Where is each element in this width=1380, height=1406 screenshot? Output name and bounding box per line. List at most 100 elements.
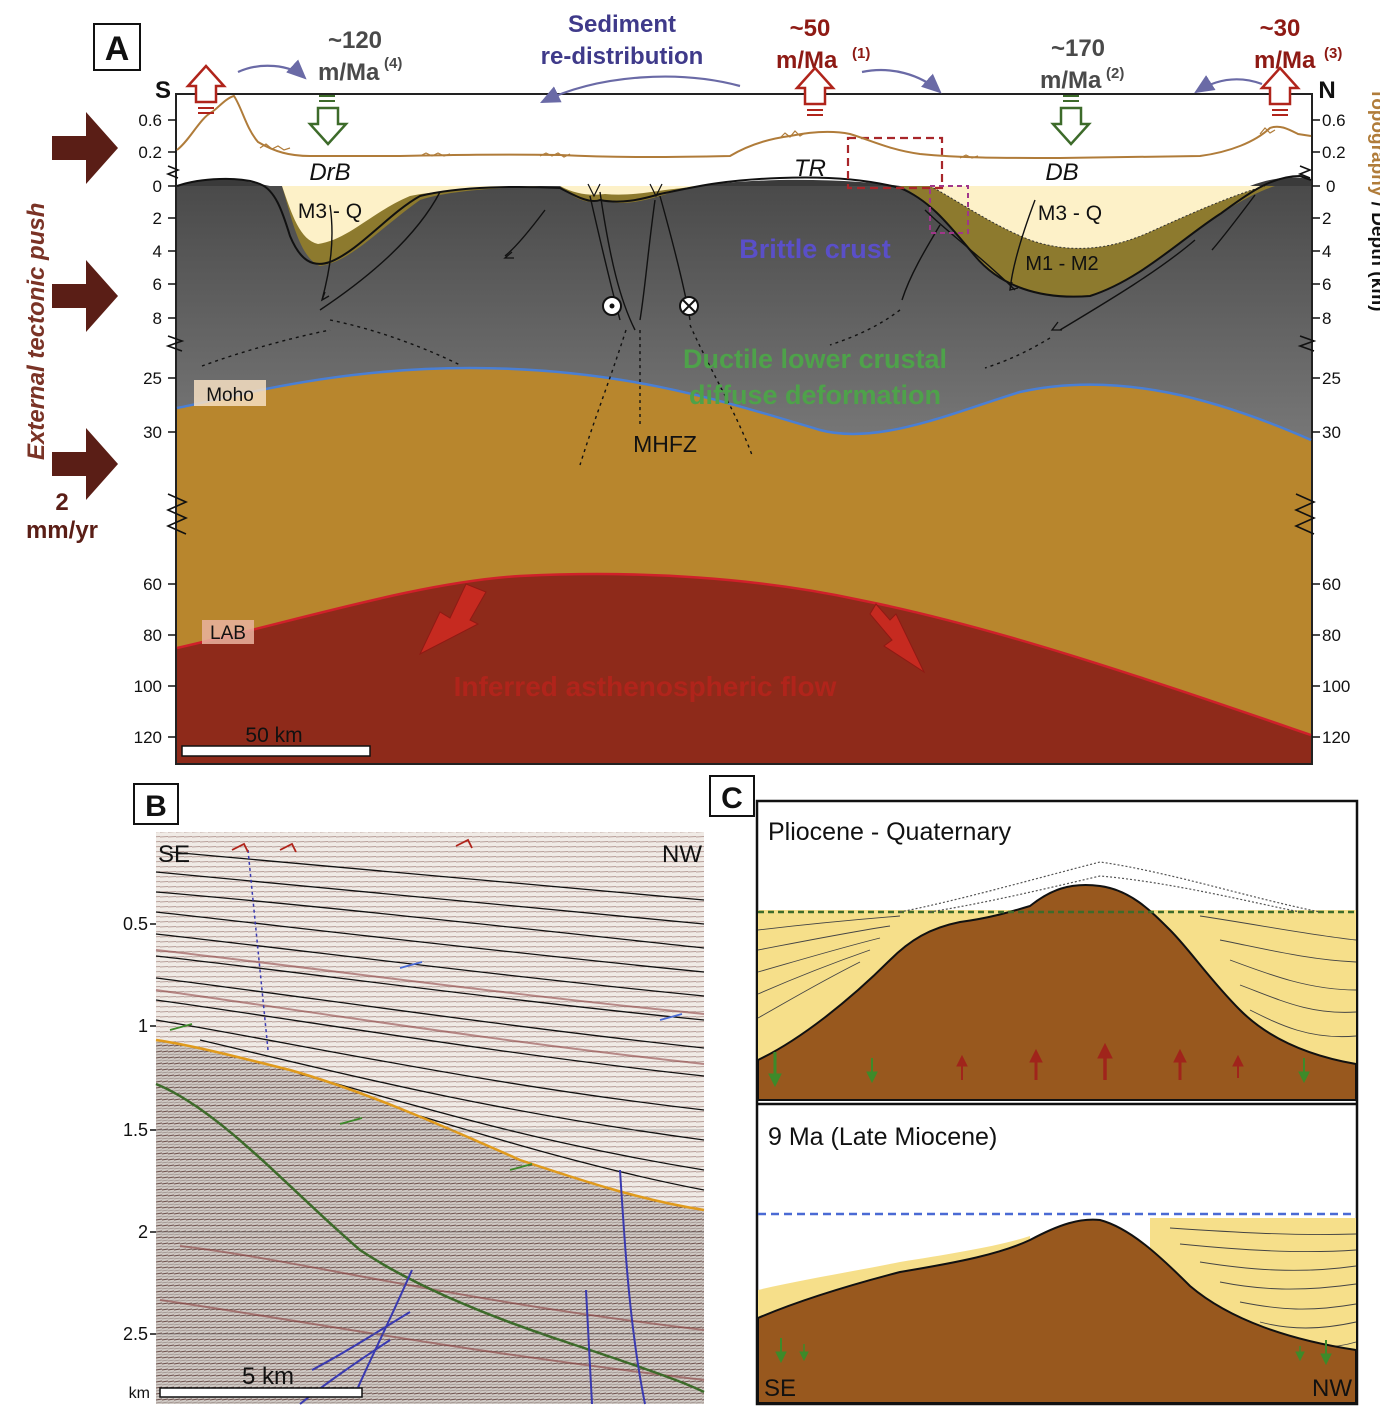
pq-basement <box>757 884 1357 1101</box>
moho-label: Moho <box>206 385 254 406</box>
south-label: S <box>155 77 171 104</box>
rate-50-unit: m/Ma <box>776 47 838 74</box>
highlight-box-b <box>929 185 969 234</box>
svg-text:25: 25 <box>143 369 162 388</box>
rate-30-unit: m/Ma <box>1254 47 1316 74</box>
svg-text:0.5: 0.5 <box>123 914 148 934</box>
brittle-crust-label: Brittle crust <box>739 234 891 264</box>
astheno-flow-label: Inferred asthenospheric flow <box>454 671 837 702</box>
svg-text:1: 1 <box>138 1016 148 1036</box>
ridge-tr-label: TR <box>794 155 826 182</box>
redistribution-arrows <box>237 59 1263 103</box>
panel-b-nw: NW <box>662 841 702 868</box>
push-arrow-icon <box>52 112 118 500</box>
north-label: N <box>1318 77 1335 104</box>
seismic-lower <box>156 1040 704 1404</box>
svg-text:100: 100 <box>1322 677 1350 696</box>
uplift-arrow-icon <box>185 64 1301 106</box>
panel-b: B SE NW 0.5 1 1.5 2 2.5 km 5 km <box>123 783 705 1405</box>
rate-30-value: ~30 <box>1260 15 1301 42</box>
sediment-label-1: Sediment <box>568 11 676 38</box>
rate-170-unit: m/Ma <box>1040 67 1102 94</box>
svg-text:25: 25 <box>1322 369 1341 388</box>
panel-b-letter-box <box>133 783 179 825</box>
horizon-orange <box>155 1038 705 1212</box>
topography-line <box>176 94 1312 160</box>
basement-outline <box>176 174 1312 298</box>
push-rate-unit: mm/yr <box>26 517 98 544</box>
svg-text:8: 8 <box>1322 309 1331 328</box>
svg-text:4: 4 <box>153 242 162 261</box>
svg-text:0.2: 0.2 <box>138 143 162 162</box>
svg-text:80: 80 <box>143 626 162 645</box>
panel-c-letter: C <box>721 782 743 815</box>
ductile-faults <box>201 309 1051 466</box>
strike-slip-in-icon <box>679 296 699 316</box>
svg-text:30: 30 <box>1322 423 1341 442</box>
rate-120-value: ~120 <box>328 27 382 54</box>
svg-text:0: 0 <box>1326 177 1335 196</box>
scale-bar-a <box>181 745 371 757</box>
mhfz-label: MHFZ <box>633 431 697 457</box>
panel-b-ticks: 0.5 1 1.5 2 2.5 <box>123 914 148 1344</box>
basin-drb-label: DrB <box>309 159 350 186</box>
right-axis-title: Topography / Depth (km) <box>1367 88 1380 311</box>
seismic-faults <box>299 1169 646 1405</box>
ductile-label-2: diffuse deformation <box>689 380 941 410</box>
push-rate-value: 2 <box>55 489 68 516</box>
panel-c-top-title: Pliocene - Quaternary <box>768 818 1012 846</box>
panel-c-bottom-title: 9 Ma (Late Miocene) <box>768 1123 997 1151</box>
unit-m3q-right: M3 - Q <box>1038 202 1102 225</box>
svg-text:6: 6 <box>1322 275 1331 294</box>
rate-30-ref: (3) <box>1324 45 1342 62</box>
svg-text:4: 4 <box>1322 242 1331 261</box>
basement-high-tr <box>700 179 900 186</box>
ductile-label-1: Ductile lower crustal <box>683 344 947 374</box>
svg-text:0.2: 0.2 <box>1322 143 1346 162</box>
svg-text:2: 2 <box>153 209 162 228</box>
lab-line <box>176 572 1312 737</box>
svg-text:2.5: 2.5 <box>123 1324 148 1344</box>
panel-c-se: SE <box>764 1375 796 1402</box>
unit-m1m2: M1 - M2 <box>1025 253 1098 275</box>
astheno-flow-arrow-icon <box>418 583 926 674</box>
svg-text:30: 30 <box>143 423 162 442</box>
panel-c-nw: NW <box>1312 1375 1352 1402</box>
scale-bar-a-label: 50 km <box>245 724 302 747</box>
lm-basement <box>757 1218 1357 1404</box>
panel-a-letter-box <box>93 23 141 71</box>
rate-50-value: ~50 <box>790 15 831 42</box>
scale-bar-b <box>159 1387 363 1398</box>
svg-text:0: 0 <box>153 177 162 196</box>
pq-uplift-arrows <box>956 1042 1244 1080</box>
panel-a: A External tectonic push 2 mm/yr S N Sed… <box>23 11 1380 765</box>
drb-basin-young-sediment <box>282 186 540 244</box>
panel-b-letter: B <box>145 790 167 823</box>
left-depth-axis <box>168 119 176 738</box>
rate-170-ref: (2) <box>1106 65 1124 82</box>
moho-line <box>176 366 1312 442</box>
svg-text:1.5: 1.5 <box>123 1120 148 1140</box>
lab-label-box <box>202 620 254 644</box>
right-depth-axis <box>1312 119 1320 738</box>
rate-170-value: ~170 <box>1051 35 1105 62</box>
horizon-green <box>155 1082 705 1394</box>
svg-text:8: 8 <box>153 309 162 328</box>
rate-120-unit: m/Ma <box>318 59 380 86</box>
panel-b-axis-unit: km <box>129 1385 150 1402</box>
svg-text:0.6: 0.6 <box>138 111 162 130</box>
axis-breaks <box>165 165 1317 535</box>
sediment-label-2: re-distribution <box>541 43 704 70</box>
strike-slip-out-icon <box>602 296 622 316</box>
lab-label: LAB <box>210 623 246 644</box>
svg-text:80: 80 <box>1322 626 1341 645</box>
svg-text:0.6: 0.6 <box>1322 111 1346 130</box>
svg-text:2: 2 <box>138 1222 148 1242</box>
seismic-upper <box>156 832 704 1210</box>
svg-text:100: 100 <box>134 677 162 696</box>
panel-b-se: SE <box>158 841 190 868</box>
svg-text:120: 120 <box>1322 728 1350 747</box>
pq-subsidence-arrows <box>768 1052 1310 1088</box>
svg-text:120: 120 <box>134 728 162 747</box>
